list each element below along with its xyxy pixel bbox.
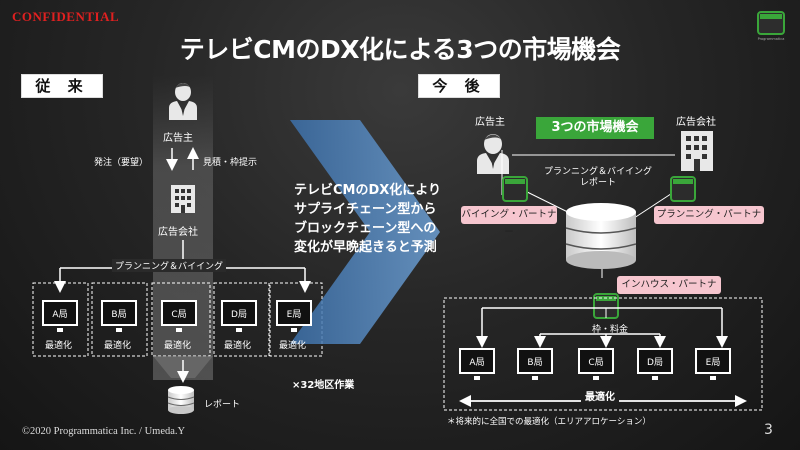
buying-partner-label: バイイング・パートナー	[461, 206, 557, 238]
station-a-left: A局	[42, 300, 78, 326]
transition-arrow	[290, 120, 440, 344]
optimize-d: 最適化	[224, 341, 252, 351]
optimize-a: 最適化	[45, 341, 73, 351]
central-database-icon	[565, 203, 637, 269]
planning-report-line-1: プランニング＆バイイング	[544, 167, 653, 177]
flow-band	[153, 75, 213, 380]
agency-label-right: 広告会社	[676, 117, 716, 128]
agency-building-icon	[171, 185, 195, 213]
optimize-label-right: 最適化	[581, 388, 619, 403]
regions-label: ×32地区作業	[292, 380, 355, 391]
optimize-c: 最適化	[164, 341, 192, 351]
footer-copyright: ©2020 Programmatica Inc. / Umeda.Y	[22, 426, 186, 437]
header-before: 従 来	[21, 74, 103, 98]
planning-label-left: プランニング＆バイイング	[112, 259, 227, 272]
planning-report-label: プランニング＆バイイング レポート	[544, 167, 652, 189]
transition-line-2: サプライチェーン型から	[294, 202, 437, 217]
station-c-left: C局	[161, 300, 197, 326]
footnote: ＊将来的に全国での最適化（エリアアロケーション）	[447, 417, 651, 427]
station-e-right: E局	[695, 348, 731, 374]
market-opportunity-badge: 3つの市場機会	[536, 117, 654, 139]
advertiser-label-right: 広告主	[475, 117, 505, 128]
station-e-left: E局	[276, 300, 312, 326]
report-database-icon	[167, 386, 195, 414]
company-logo: Programmatica	[757, 11, 785, 41]
agency-building-icon-right	[681, 131, 713, 171]
frame-fee-label: 枠・料金	[592, 325, 629, 335]
planning-report-line-2: レポート	[580, 178, 617, 188]
transition-line-4: 変化が早晩起きると予測	[294, 240, 437, 255]
advertiser-label-left: 広告主	[163, 133, 193, 144]
confidential-label: CONFIDENTIAL	[12, 9, 120, 24]
buying-partner-node-icon	[502, 176, 528, 202]
inhouse-partner-label: インハウス・パートナー	[617, 276, 721, 308]
header-after: 今 後	[418, 74, 500, 98]
station-d-right: D局	[637, 348, 673, 374]
station-a-right: A局	[459, 348, 495, 374]
transition-line-1: テレビCMのDX化により	[294, 183, 442, 198]
agency-label-left: 広告会社	[158, 227, 198, 238]
order-label: 発注（要望）	[94, 158, 149, 168]
station-b-left: B局	[101, 300, 137, 326]
optimize-e: 最適化	[279, 341, 307, 351]
optimize-b: 最適化	[104, 341, 132, 351]
report-label-left: レポート	[204, 400, 241, 410]
advertiser-person-icon	[169, 83, 197, 120]
page-number: 3	[764, 422, 773, 438]
planning-partner-node-icon	[670, 176, 696, 202]
transition-text: テレビCMのDX化により サプライチェーン型から ブロックチェーン型への 変化が…	[294, 181, 441, 257]
station-c-right: C局	[578, 348, 614, 374]
advertiser-person-icon-right	[477, 134, 509, 174]
station-b-right: B局	[517, 348, 553, 374]
planning-partner-label: プランニング・パートナー	[654, 206, 764, 238]
transition-line-3: ブロックチェーン型への	[294, 221, 437, 236]
svg-text:Programmatica: Programmatica	[758, 37, 785, 41]
station-d-left: D局	[221, 300, 257, 326]
page-title: テレビCMのDX化による3つの市場機会	[179, 35, 621, 64]
estimate-label: 見積・枠提示	[203, 158, 258, 168]
